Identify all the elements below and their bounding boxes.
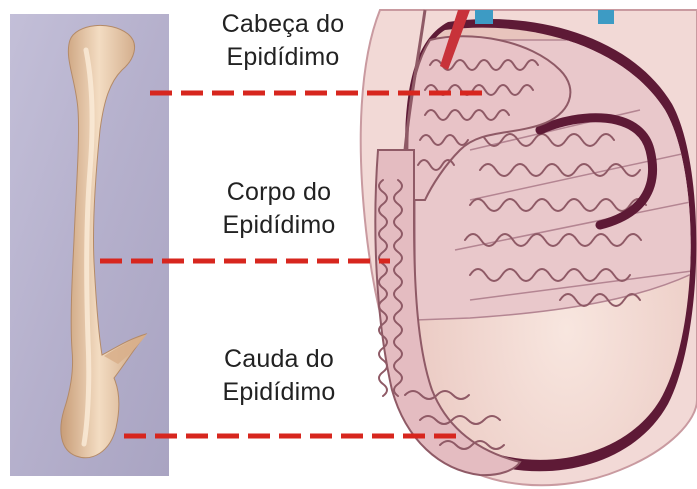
spermatic-cord-vessel-blue-1 [475, 10, 493, 24]
label-epididymis-tail: Cauda do Epidídimo [184, 343, 374, 409]
label-epididymis-head: Cabeça do Epidídimo [188, 8, 378, 74]
label-tail-line2: Epidídimo [184, 376, 374, 409]
label-body-line2: Epidídimo [184, 209, 374, 242]
label-epididymis-body: Corpo do Epidídimo [184, 176, 374, 242]
label-head-line2: Epidídimo [188, 41, 378, 74]
label-head-line1: Cabeça do [188, 8, 378, 41]
spermatic-cord-vessel-blue-2 [598, 10, 614, 24]
specimen-photo [10, 14, 169, 476]
label-body-line1: Corpo do [184, 176, 374, 209]
label-tail-line1: Cauda do [184, 343, 374, 376]
testis-illustration [361, 10, 697, 485]
